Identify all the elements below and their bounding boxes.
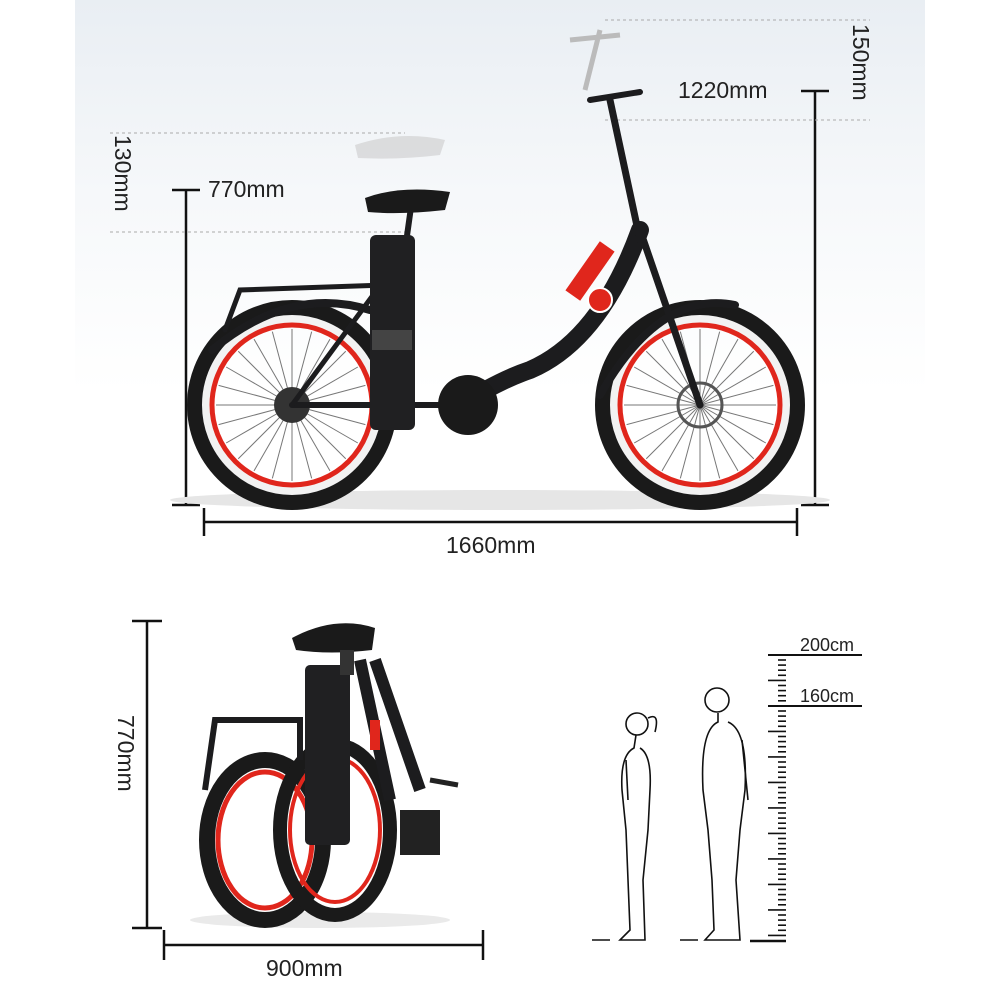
handlebar-height-label: 1220mm	[678, 77, 768, 103]
spoke	[661, 404, 701, 472]
spoke	[699, 338, 739, 406]
folded-length-label: 900mm	[266, 955, 343, 981]
spoke	[699, 366, 767, 406]
seat-adjust-label: 130mm	[110, 135, 136, 212]
man-figure	[701, 687, 749, 941]
height-ruler	[750, 654, 862, 943]
spoke	[645, 404, 701, 460]
motor-crank	[438, 375, 498, 435]
spoke	[699, 404, 739, 472]
dimension-lines	[132, 89, 829, 960]
spoke	[699, 350, 755, 406]
folded-height-label: 770mm	[113, 715, 139, 792]
woman-figure	[618, 712, 658, 941]
handlebar-raised	[569, 29, 621, 91]
saddle	[365, 189, 450, 214]
height-silhouettes	[592, 687, 749, 941]
spoke	[679, 404, 701, 479]
length-label: 1660mm	[446, 532, 536, 558]
spoke	[699, 404, 721, 479]
brand-logo	[587, 287, 613, 313]
spoke	[699, 404, 755, 460]
seat-height-label: 770mm	[208, 176, 285, 202]
spoke	[699, 384, 774, 406]
spoke	[699, 404, 774, 426]
saddle-raised	[355, 136, 445, 159]
spoke	[699, 404, 767, 444]
spoke	[626, 384, 701, 406]
handlebar-adjust-label: 150mm	[848, 24, 874, 101]
adjust-guides	[110, 19, 870, 233]
spoke	[699, 331, 721, 406]
spoke	[633, 366, 701, 406]
spoke	[645, 350, 701, 406]
bike-side-view	[170, 29, 830, 510]
ruler-label-200: 200cm	[800, 635, 855, 655]
spoke	[633, 404, 701, 444]
spoke	[626, 404, 701, 426]
bike-folded-view	[190, 623, 459, 928]
frame-logo-band	[565, 241, 615, 301]
ruler-label-160: 160cm	[800, 686, 855, 706]
